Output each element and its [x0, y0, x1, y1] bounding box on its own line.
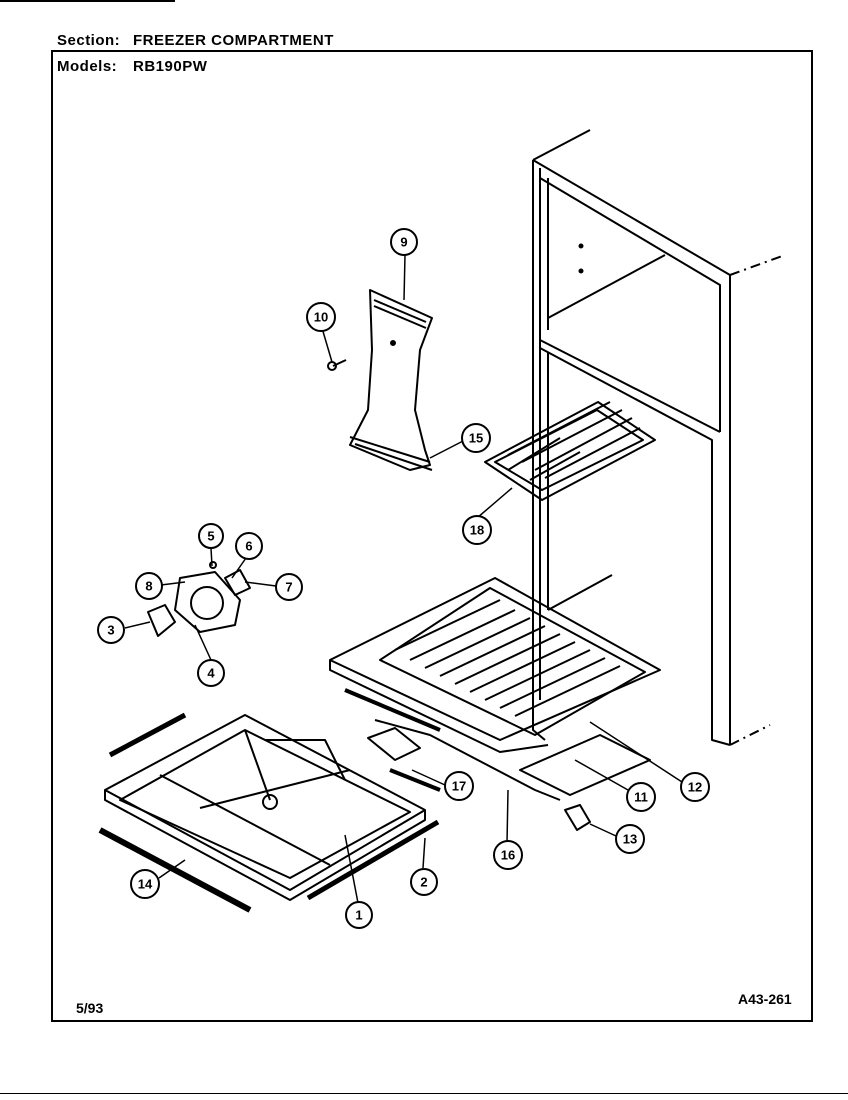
callout-4: 4 [197, 659, 225, 687]
section-header: Section: FREEZER COMPARTMENT [57, 32, 334, 49]
part-11-plate [519, 734, 651, 796]
models-label: Models: [57, 58, 118, 75]
callout-5: 5 [198, 523, 224, 549]
part-16-rod [344, 688, 441, 732]
part-16-strip [374, 719, 561, 801]
callout-label-10: 10 [314, 310, 328, 325]
part-14-rail-left [108, 712, 187, 758]
callout-label-6: 6 [245, 539, 252, 554]
callout-label-14: 14 [138, 877, 153, 892]
part-2-strip [306, 819, 440, 901]
section-value: FREEZER COMPARTMENT [133, 32, 334, 49]
callout-label-1: 1 [355, 908, 362, 923]
callout-label-15: 15 [469, 431, 483, 446]
top-rule [0, 0, 175, 2]
callout-9: 9 [390, 228, 418, 256]
callout-3: 3 [97, 616, 125, 644]
callout-15: 15 [461, 423, 491, 453]
part-17-cover [367, 727, 421, 761]
part-12-wire-shelf [329, 577, 661, 753]
part-1-drain-pan [104, 714, 426, 901]
callout-label-3: 3 [107, 623, 114, 638]
part-17-rod [389, 768, 441, 792]
callout-14: 14 [130, 869, 160, 899]
callout-label-16: 16 [501, 848, 515, 863]
callout-6: 6 [235, 532, 263, 560]
callout-label-4: 4 [207, 666, 215, 681]
callout-12: 12 [680, 772, 710, 802]
callout-label-9: 9 [400, 235, 407, 250]
models-header: Models: RB190PW [57, 58, 207, 75]
callout-7: 7 [275, 573, 303, 601]
callout-label-18: 18 [470, 523, 484, 538]
callout-8: 8 [135, 572, 163, 600]
callout-16: 16 [493, 840, 523, 870]
callout-label-13: 13 [623, 832, 637, 847]
part-18-ice-tray [484, 401, 656, 501]
leader-lines [124, 254, 683, 904]
callout-label-7: 7 [285, 580, 292, 595]
part-14-strip [98, 827, 252, 913]
part-13-clip [564, 804, 591, 831]
drawing-code: A43-261 [738, 991, 792, 1007]
callout-13: 13 [615, 824, 645, 854]
section-label: Section: [57, 32, 121, 49]
callout-label-2: 2 [420, 875, 427, 890]
cabinet-drawing [532, 129, 786, 746]
callout-2: 2 [410, 868, 438, 896]
callout-18: 18 [462, 515, 492, 545]
callout-10: 10 [306, 302, 336, 332]
callout-label-12: 12 [688, 780, 702, 795]
callout-11: 11 [626, 782, 656, 812]
revision-date: 5/93 [76, 1000, 104, 1016]
part-9-duct-panel [349, 289, 433, 471]
models-value: RB190PW [133, 58, 208, 75]
callout-17: 17 [444, 771, 474, 801]
diagram-frame [51, 50, 813, 1022]
callout-1: 1 [345, 901, 373, 929]
bottom-rule [0, 1093, 848, 1094]
callout-label-5: 5 [207, 529, 214, 544]
callout-label-11: 11 [634, 790, 648, 805]
callout-label-17: 17 [452, 779, 466, 794]
callout-label-8: 8 [145, 579, 152, 594]
